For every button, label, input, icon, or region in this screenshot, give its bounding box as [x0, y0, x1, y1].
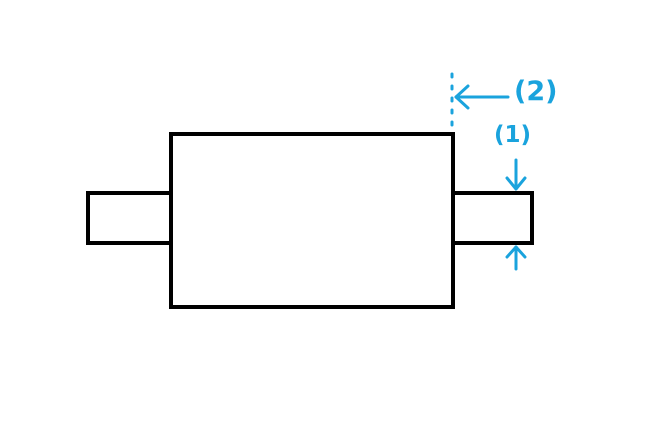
main-body: [169, 132, 455, 309]
right-shaft-stub: [449, 191, 534, 245]
arrow-1-bottom: [505, 245, 527, 271]
left-shaft-stub: [86, 191, 174, 245]
annotation-label-1: (1): [494, 122, 531, 148]
arrow-2: [454, 84, 510, 110]
arrow-1-top: [505, 158, 527, 191]
annotation-label-2: (2): [514, 76, 557, 107]
